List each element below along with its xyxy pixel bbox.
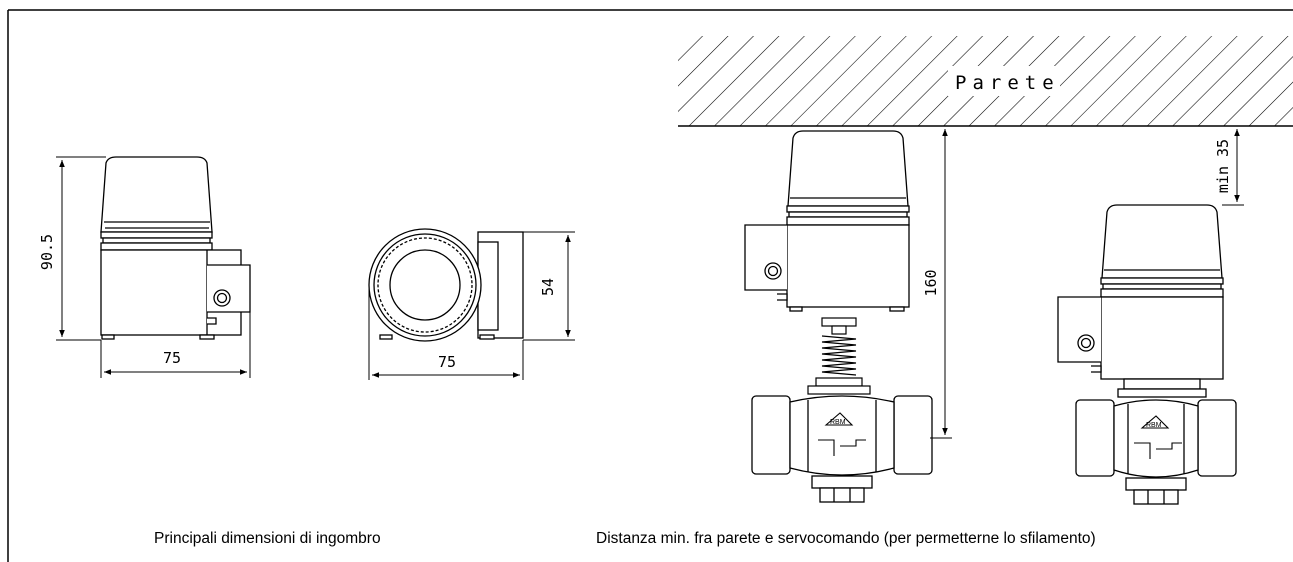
valve-logo-a: [818, 412, 866, 456]
valve-stem-spring: [807, 317, 871, 395]
dimension-left-height: 90.5: [38, 234, 56, 270]
dimension-left-width: 75: [163, 349, 181, 367]
dimension-lines-left: [56, 156, 251, 378]
valve-body-a: [751, 395, 933, 503]
actuator-top-view: [368, 228, 524, 342]
dimension-mid-height: 54: [539, 278, 557, 296]
dimension-lines-mid: [368, 231, 575, 380]
valve-logo-a-text: RBM: [830, 419, 846, 426]
wall: [678, 36, 1293, 127]
caption-main-dimensions: Principali dimensioni di ingombro: [154, 530, 381, 547]
frame: [7, 9, 1293, 562]
wall-label: Parete: [955, 72, 1060, 94]
dimension-mid-width: 75: [438, 353, 456, 371]
valve-logo-b: [1134, 415, 1182, 459]
dimension-lines-right: [930, 129, 1244, 439]
actuator-lifted: [744, 130, 910, 312]
actuator-mounted: [1057, 204, 1224, 398]
caption-wall-distance: Distanza min. fra parete e servocomando …: [596, 530, 1096, 547]
dimension-wall-distance: 160: [922, 269, 940, 296]
dimension-min-clearance: min 35: [1214, 139, 1232, 193]
actuator-side-view: [100, 156, 251, 340]
valve-body-b: [1075, 399, 1237, 505]
valve-logo-b-text: RBM: [1146, 422, 1162, 429]
